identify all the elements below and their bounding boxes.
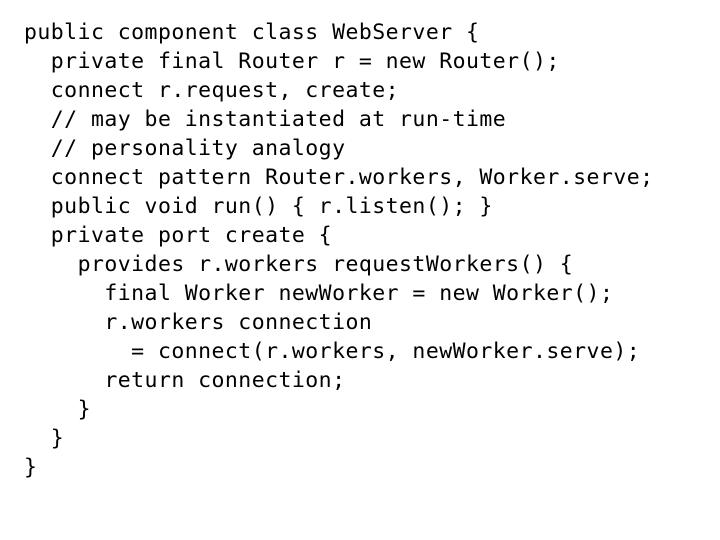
code-line: connect r.request, create; [24,78,400,103]
code-line: // personality analogy [24,136,346,161]
code-line: private final Router r = new Router(); [24,49,560,74]
code-line: final Worker newWorker = new Worker(); [24,281,614,306]
code-line: provides r.workers requestWorkers() { [24,252,574,277]
code-line: public component class WebServer { [24,20,480,45]
code-line: = connect(r.workers, newWorker.serve); [24,339,641,364]
code-line: r.workers connection [24,310,373,335]
code-line: private port create { [24,223,333,248]
code-line: connect pattern Router.workers, Worker.s… [24,165,654,190]
code-line: // may be instantiated at run-time [24,107,507,132]
code-line: return connection; [24,368,346,393]
code-line: } [24,397,91,422]
code-line: } [24,426,65,451]
code-listing: public component class WebServer { priva… [24,18,720,482]
code-line: public void run() { r.listen(); } [24,194,493,219]
code-line: } [24,455,38,480]
